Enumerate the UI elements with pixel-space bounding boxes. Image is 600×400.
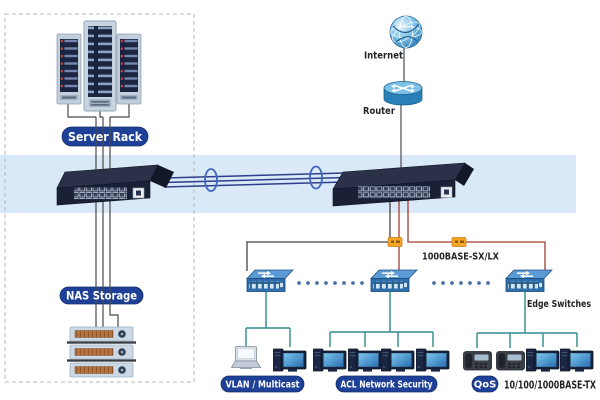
acl-security-label: ACL Network Security	[341, 380, 434, 391]
wan-links	[400, 47, 405, 180]
fiber-link-label: 1000BASE-SX/LX	[422, 252, 499, 263]
desktop-pc-icon	[348, 349, 381, 372]
router-label: Router	[363, 106, 395, 117]
desktop-pc-icon	[526, 349, 559, 372]
rack-to-nas-links	[67, 103, 130, 327]
fiber-trunk-links	[163, 172, 346, 188]
sfp-badge-icon	[387, 237, 403, 247]
desktop-pc-icon	[273, 349, 306, 372]
vlan-multicast-label: VLAN / Multicast	[226, 380, 300, 391]
internet-globe-icon	[389, 15, 423, 49]
desktop-pc-icon	[560, 349, 593, 372]
core-switch-left-icon	[56, 164, 174, 206]
vlan-label-pill	[220, 375, 305, 393]
server-rack-icon	[56, 20, 142, 112]
desktop-pc-icon	[416, 349, 449, 372]
fiber-ring-icon	[309, 165, 323, 190]
uplink-red-lines	[398, 200, 546, 271]
copper-link-label: 10/100/1000BASE-TX	[504, 379, 596, 392]
nas-icon	[67, 326, 136, 378]
sfp-badge-icon	[451, 237, 467, 247]
fiber-ring-icon	[204, 168, 218, 192]
router-icon	[383, 81, 423, 106]
edge-switch-icon	[247, 270, 293, 292]
edge-switch-icon	[506, 270, 552, 292]
ip-phone-icon	[497, 352, 525, 371]
uplink-black-line	[246, 200, 391, 271]
qos-label: QoS	[474, 380, 497, 391]
server-rack-label: Server Rack	[68, 130, 143, 144]
desktop-pc-icon	[381, 349, 414, 372]
core-switch-right-icon	[332, 162, 474, 207]
server-area-dashed-border	[4, 13, 195, 383]
ip-phone-icon	[464, 352, 492, 371]
nas-storage-label-pill	[59, 286, 144, 305]
edge-switches-label: Edge Switches	[527, 299, 591, 310]
desktop-pc-icon	[313, 349, 346, 372]
server-rack-label-pill	[61, 126, 149, 147]
qos-label-pill	[471, 375, 499, 393]
laptop-icon	[232, 347, 261, 370]
continuation-dots	[297, 281, 490, 285]
edge-switch-icon	[371, 270, 417, 292]
nas-storage-label: NAS Storage	[66, 289, 137, 303]
internet-label: Internet	[364, 51, 403, 62]
lan-lines	[245, 292, 578, 348]
acl-label-pill	[335, 375, 438, 393]
